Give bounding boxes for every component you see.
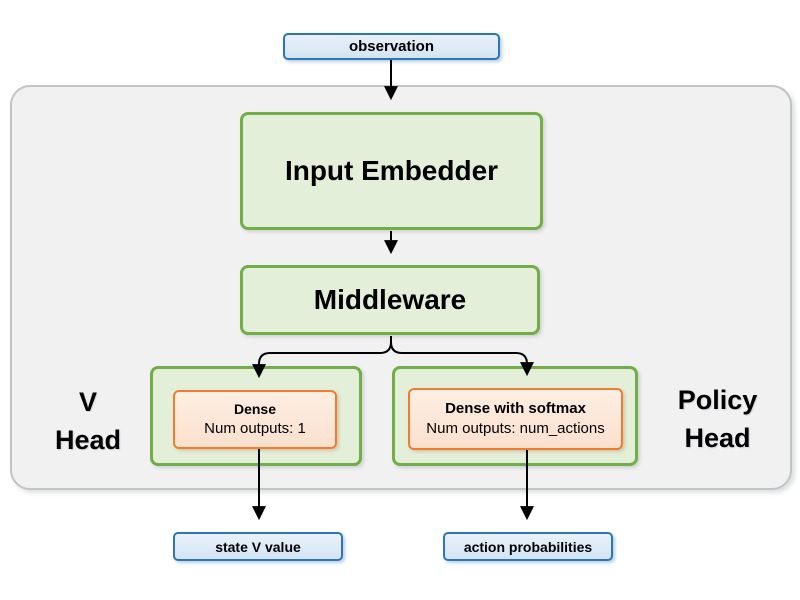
v-head-label-line1: V (78, 387, 97, 417)
node-action-probabilities-label: action probabilities (463, 538, 593, 555)
node-input-embedder: Input Embedder (240, 112, 543, 230)
v-head-dense-subtitle: Num outputs: 1 (204, 419, 306, 437)
policy-head-dense-title: Dense with softmax (445, 399, 586, 417)
node-state-v-value-label: state V value (215, 538, 301, 555)
node-middleware-label: Middleware (313, 284, 467, 315)
policy-head-label: Policy Head (655, 381, 780, 457)
v-head-label-line2: Head (54, 425, 122, 455)
policy-head-dense-box: Dense with softmax Num outputs: num_acti… (408, 388, 623, 450)
policy-head-label-line1: Policy (677, 385, 758, 415)
v-head-label: V Head (38, 383, 138, 459)
node-middleware: Middleware (240, 265, 540, 335)
v-head-dense-box: Dense Num outputs: 1 (173, 390, 337, 449)
node-observation-label: observation (348, 38, 435, 55)
policy-head-dense-subtitle: Num outputs: num_actions (426, 420, 605, 437)
node-observation: observation (283, 33, 500, 60)
node-input-embedder-label: Input Embedder (284, 155, 499, 186)
node-state-v-value: state V value (173, 532, 343, 561)
node-action-probabilities: action probabilities (443, 532, 613, 561)
v-head-dense-title: Dense (233, 400, 277, 417)
policy-head-label-line2: Head (684, 423, 751, 453)
